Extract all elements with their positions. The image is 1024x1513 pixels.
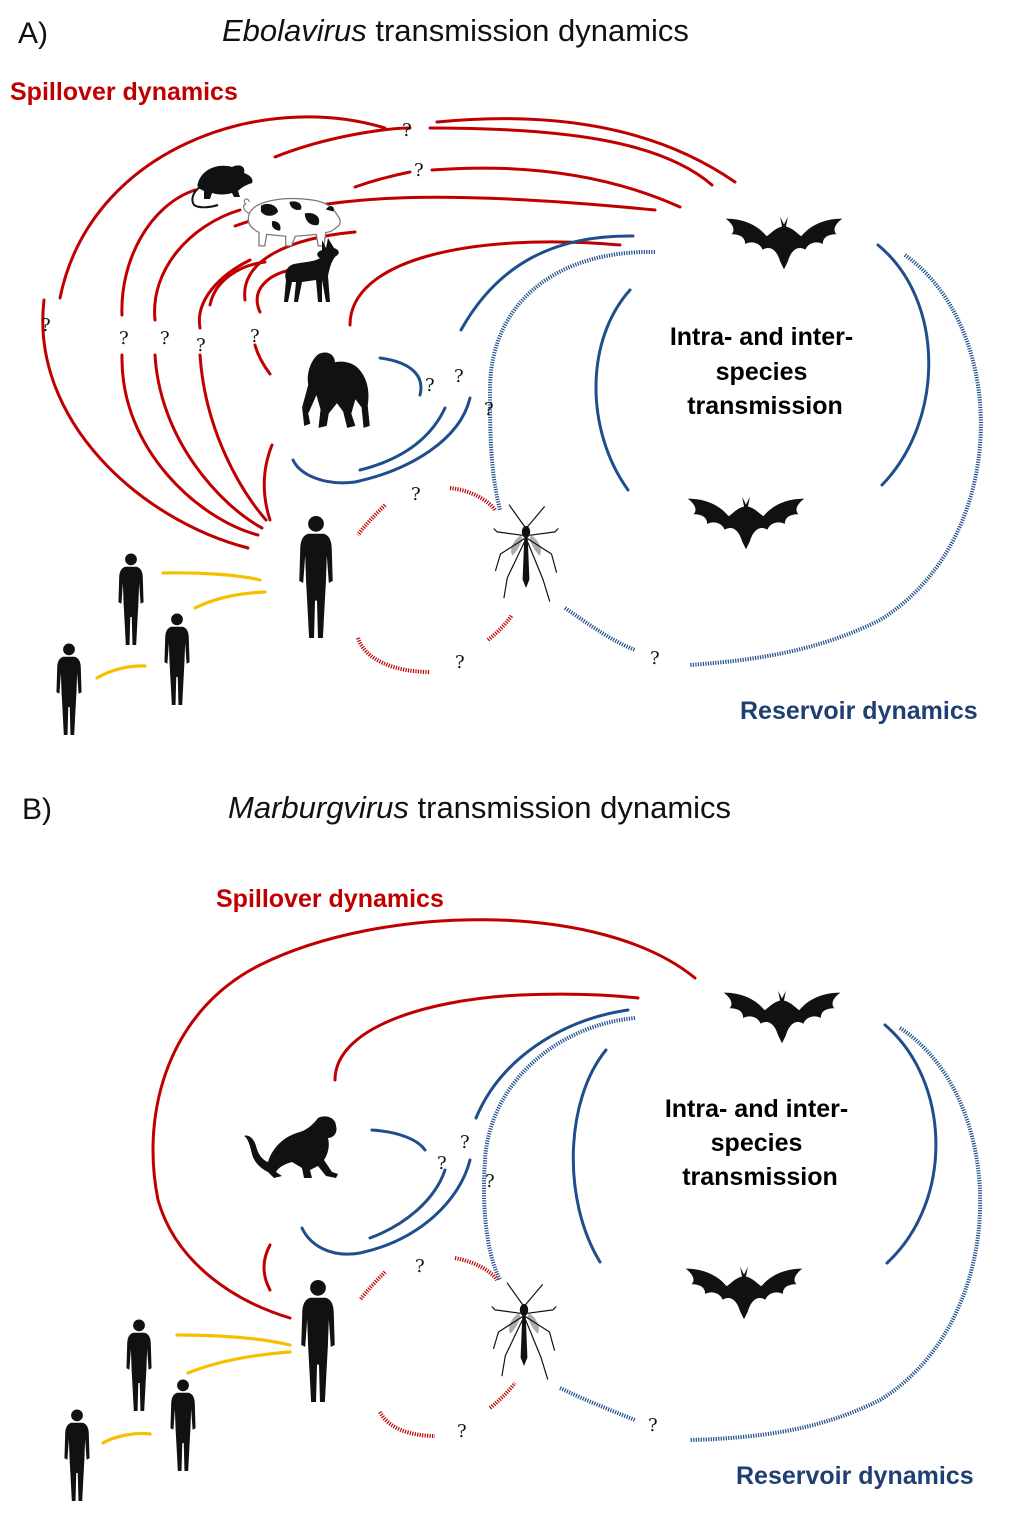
question-mark: ? (196, 335, 206, 356)
panel-a-human-arcs (95, 571, 267, 680)
panel-b-spillover-label: Spillover dynamics (216, 885, 444, 913)
panel-b-reservoir-arcs (300, 1008, 938, 1265)
question-mark: ? (425, 375, 435, 396)
bat-icon (685, 1266, 803, 1320)
rodent-icon (191, 164, 254, 209)
panel-a-question-marks: ? ? ? ? ? ? ? ? ? ? ? ? ? (41, 120, 660, 673)
question-mark: ? (402, 120, 412, 141)
mosquito-icon (493, 504, 559, 603)
panel-a-spillover-label: Spillover dynamics (10, 78, 238, 106)
question-mark: ? (41, 315, 51, 336)
panel-b-title: Marburgvirus transmission dynamics (228, 790, 731, 825)
question-mark: ? (455, 652, 465, 673)
panel-b-spillover-arcs (151, 918, 697, 1320)
monkey-icon (244, 1116, 338, 1178)
panel-a-vector-arcs (356, 249, 983, 674)
panel-a-letter: A) (18, 17, 48, 50)
chimpanzee-icon (302, 352, 370, 428)
question-mark: ? (160, 328, 170, 349)
question-mark: ? (648, 1415, 658, 1436)
panel-b-human-arcs (101, 1333, 292, 1445)
question-mark: ? (414, 160, 424, 181)
bat-icon (723, 990, 841, 1044)
panel-a-title-virus: Ebolavirus (222, 13, 367, 48)
human-icon (164, 613, 190, 706)
panel-a-reservoir-label: Reservoir dynamics (740, 697, 978, 725)
bat-icon (687, 496, 805, 550)
bat-icon (725, 216, 843, 270)
panel-b-vector-arcs (358, 1016, 983, 1442)
human-icon (56, 643, 82, 736)
question-mark: ? (457, 1421, 467, 1442)
question-mark: ? (411, 484, 421, 505)
question-mark: ? (250, 326, 260, 347)
question-mark: ? (119, 328, 129, 349)
panel-a-center-label: Intra- and inter- species transmission (670, 323, 860, 420)
human-icon (301, 1279, 335, 1403)
panel-a-spillover-arcs (41, 115, 737, 550)
human-icon (118, 553, 144, 646)
panel-a-reservoir-arcs (291, 234, 931, 492)
human-icon (64, 1409, 90, 1502)
panel-a-title: Ebolavirus transmission dynamics (222, 13, 689, 48)
question-mark: ? (437, 1153, 447, 1174)
human-icon (299, 515, 333, 639)
mosquito-icon (491, 1282, 557, 1381)
panel-b-reservoir-label: Reservoir dynamics (736, 1462, 974, 1490)
panel-b: B) Marburgvirus transmission dynamics Sp… (22, 790, 983, 1502)
question-mark: ? (460, 1132, 470, 1153)
question-mark: ? (454, 366, 464, 387)
human-icon (170, 1379, 196, 1472)
panel-b-title-virus: Marburgvirus (228, 790, 409, 825)
question-mark: ? (484, 399, 494, 420)
pig-icon (243, 197, 341, 247)
question-mark: ? (415, 1256, 425, 1277)
question-mark: ? (485, 1171, 495, 1192)
question-mark: ? (650, 648, 660, 669)
panel-b-center-label: Intra- and inter- species transmission (665, 1095, 855, 1191)
panel-a-title-rest: transmission dynamics (367, 13, 689, 48)
panel-b-title-rest: transmission dynamics (409, 790, 731, 825)
panel-b-letter: B) (22, 793, 52, 826)
panel-b-question-marks: ? ? ? ? ? ? (415, 1132, 658, 1442)
panel-a: A) Ebolavirus transmission dynamics Spil… (10, 13, 983, 736)
human-icon (126, 1319, 152, 1412)
duiker-icon (284, 238, 339, 302)
